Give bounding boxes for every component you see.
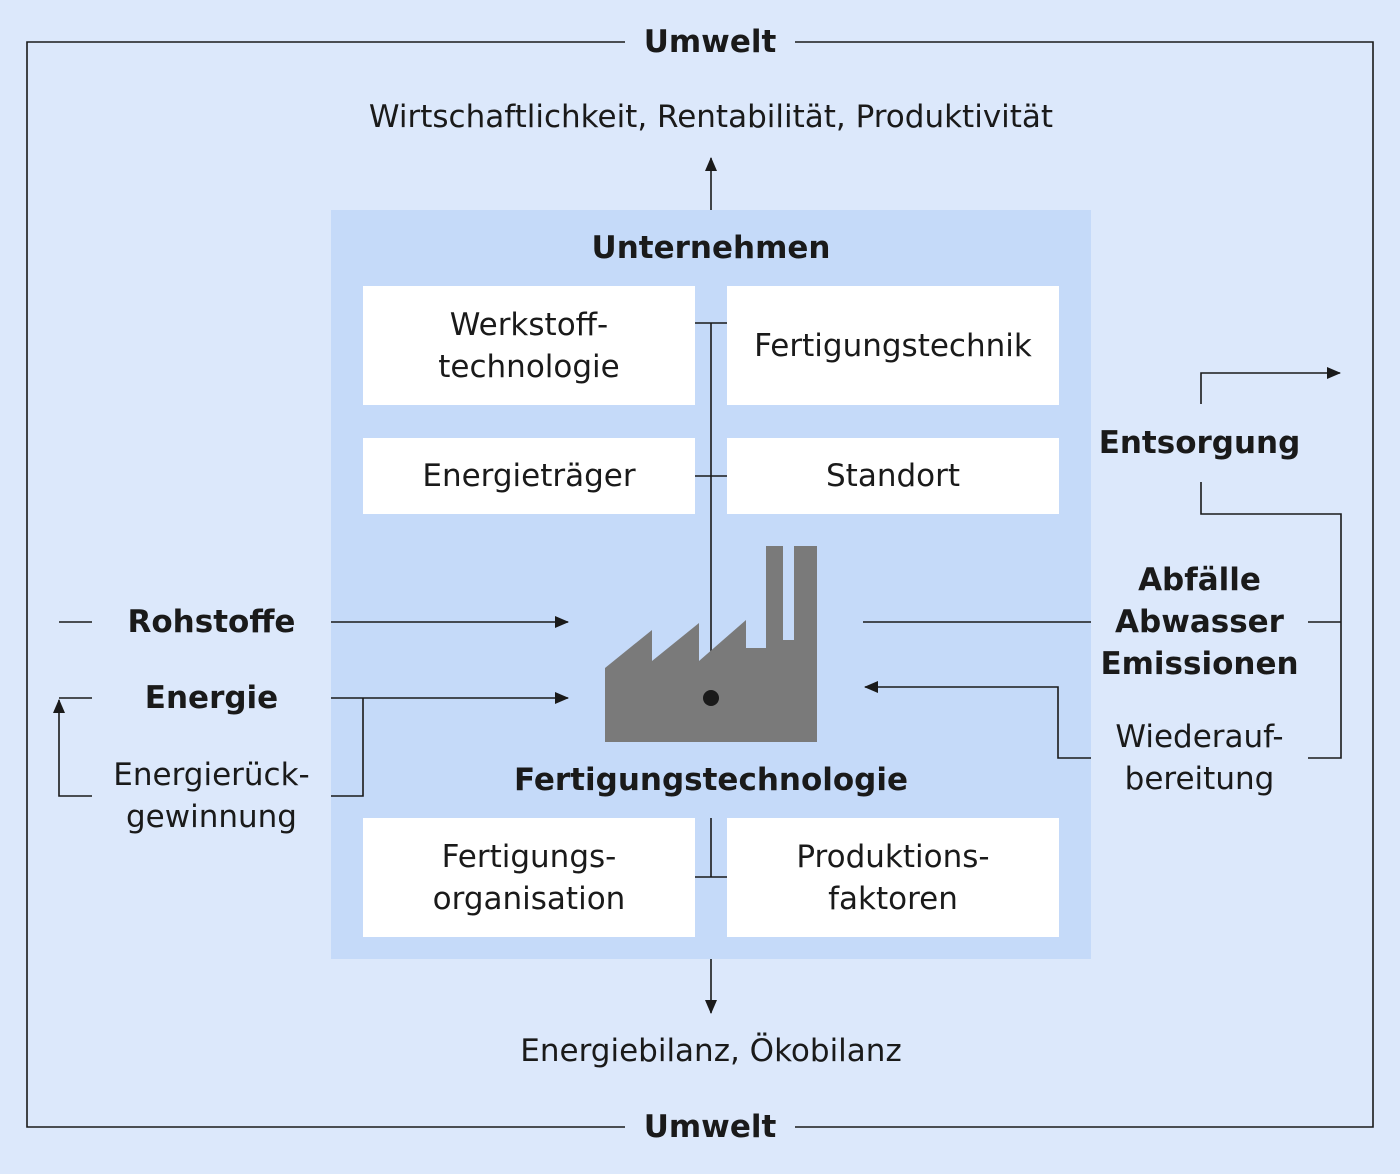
goal-top: Wirtschaftlichkeit, Rentabilität, Produk… — [368, 99, 1054, 135]
input-rohstoffe: Rohstoffe — [127, 604, 296, 640]
output-abfaelle: Abfälle Abwasser Emissionen — [1100, 562, 1299, 682]
environment-frame — [26, 41, 1374, 1128]
box-standort: Standort — [727, 438, 1059, 514]
box-fertigungsorganisation: Fertigungs- organisation — [363, 818, 695, 937]
box-fertigungstechnik: Fertigungstechnik — [727, 286, 1059, 405]
environment-label-bottom: Umwelt — [643, 1109, 777, 1145]
goal-bottom: Energiebilanz, Ökobilanz — [520, 1033, 902, 1069]
company-title: Unternehmen — [591, 230, 831, 266]
box-produktionsfaktoren: Produktions- faktoren — [727, 818, 1059, 937]
box-werkstofftechnologie: Werkstoff- technologie — [363, 286, 695, 405]
output-entsorgung: Entsorgung — [1098, 425, 1301, 461]
output-lines — [863, 367, 1342, 759]
production-title: Fertigungstechnologie — [513, 762, 909, 798]
input-lines — [53, 616, 569, 797]
input-energierueckgewinnung: Energierück- gewinnung — [113, 757, 310, 835]
factory-icon — [605, 546, 817, 742]
input-energie: Energie — [144, 680, 279, 716]
box-energietraeger: Energieträger — [363, 438, 695, 514]
output-wiederaufbereitung: Wiederauf- bereitung — [1115, 719, 1284, 797]
environment-label-top: Umwelt — [643, 24, 777, 60]
